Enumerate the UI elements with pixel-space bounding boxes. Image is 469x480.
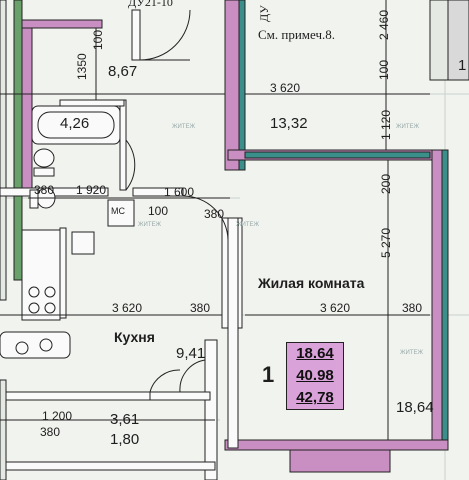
kitchen-name: Кухня <box>114 329 155 345</box>
note-label: См. примеч.8. <box>258 27 336 42</box>
area-1332: 13,32 <box>270 115 308 132</box>
rooms-count: 1 <box>262 362 275 387</box>
watermark-1: ЖИТЕЖ <box>172 124 196 130</box>
dim-1350: 1350 <box>75 53 89 80</box>
watermark-2: ЖИТЕЖ <box>396 124 420 130</box>
area-426: 4,26 <box>60 115 90 132</box>
dim-3620-b: 3 620 <box>320 301 351 315</box>
dim-2460: 2 460 <box>377 9 391 40</box>
watermark-3: ЖИТЕЖ <box>236 222 260 228</box>
dim-380-bottom-left: 380 <box>40 425 61 439</box>
dim-1200: 1 200 <box>42 409 73 423</box>
door-code-label: ДУ21-10 <box>128 0 173 9</box>
door-code-vertical: ДУ <box>257 5 271 22</box>
area-867: 8,67 <box>108 63 138 80</box>
dim-3620-a: 3 620 <box>112 301 143 315</box>
bathtub <box>31 105 121 145</box>
summary-living-area: 18.64 <box>296 345 334 362</box>
dim-5270: 5 270 <box>379 227 393 258</box>
dim-380-c: 380 <box>402 301 423 315</box>
dim-380-b: 380 <box>190 301 211 315</box>
dim-380-left: 380 <box>34 183 55 197</box>
dim-100-right: 100 <box>377 59 391 80</box>
dim-3620-top: 3 620 <box>270 81 301 95</box>
mc-label: МС <box>111 206 125 216</box>
dim-380-mid: 380 <box>204 207 225 221</box>
dim-1600: 1 600 <box>164 185 195 199</box>
dim-100-mid: 100 <box>148 204 169 218</box>
dim-100-top: 100 <box>91 29 105 50</box>
area-941: 9,41 <box>176 345 206 362</box>
digit-right-top: 1 <box>458 57 467 74</box>
area-180: 1,80 <box>110 431 140 448</box>
area-summary-box: 18.64 40.98 42,78 <box>286 342 344 410</box>
summary-total-area: 40.98 <box>296 367 334 384</box>
watermark-4: ЖИТЕЖ <box>400 350 424 356</box>
watermark-5: ЖИТЕЖ <box>138 222 162 228</box>
summary-total-with-balcony: 42,78 <box>296 389 334 406</box>
area-361: 3,61 <box>110 411 140 428</box>
wall-pink-left <box>21 23 33 190</box>
dim-1920: 1 920 <box>76 183 107 197</box>
kitchen-appliances <box>0 229 95 359</box>
dim-200: 200 <box>379 173 393 194</box>
dim-1120: 1 120 <box>379 109 393 140</box>
living-room-name: Жилая комната <box>258 275 365 291</box>
left-green-wall <box>13 0 23 281</box>
area-1864: 18,64 <box>396 399 434 416</box>
